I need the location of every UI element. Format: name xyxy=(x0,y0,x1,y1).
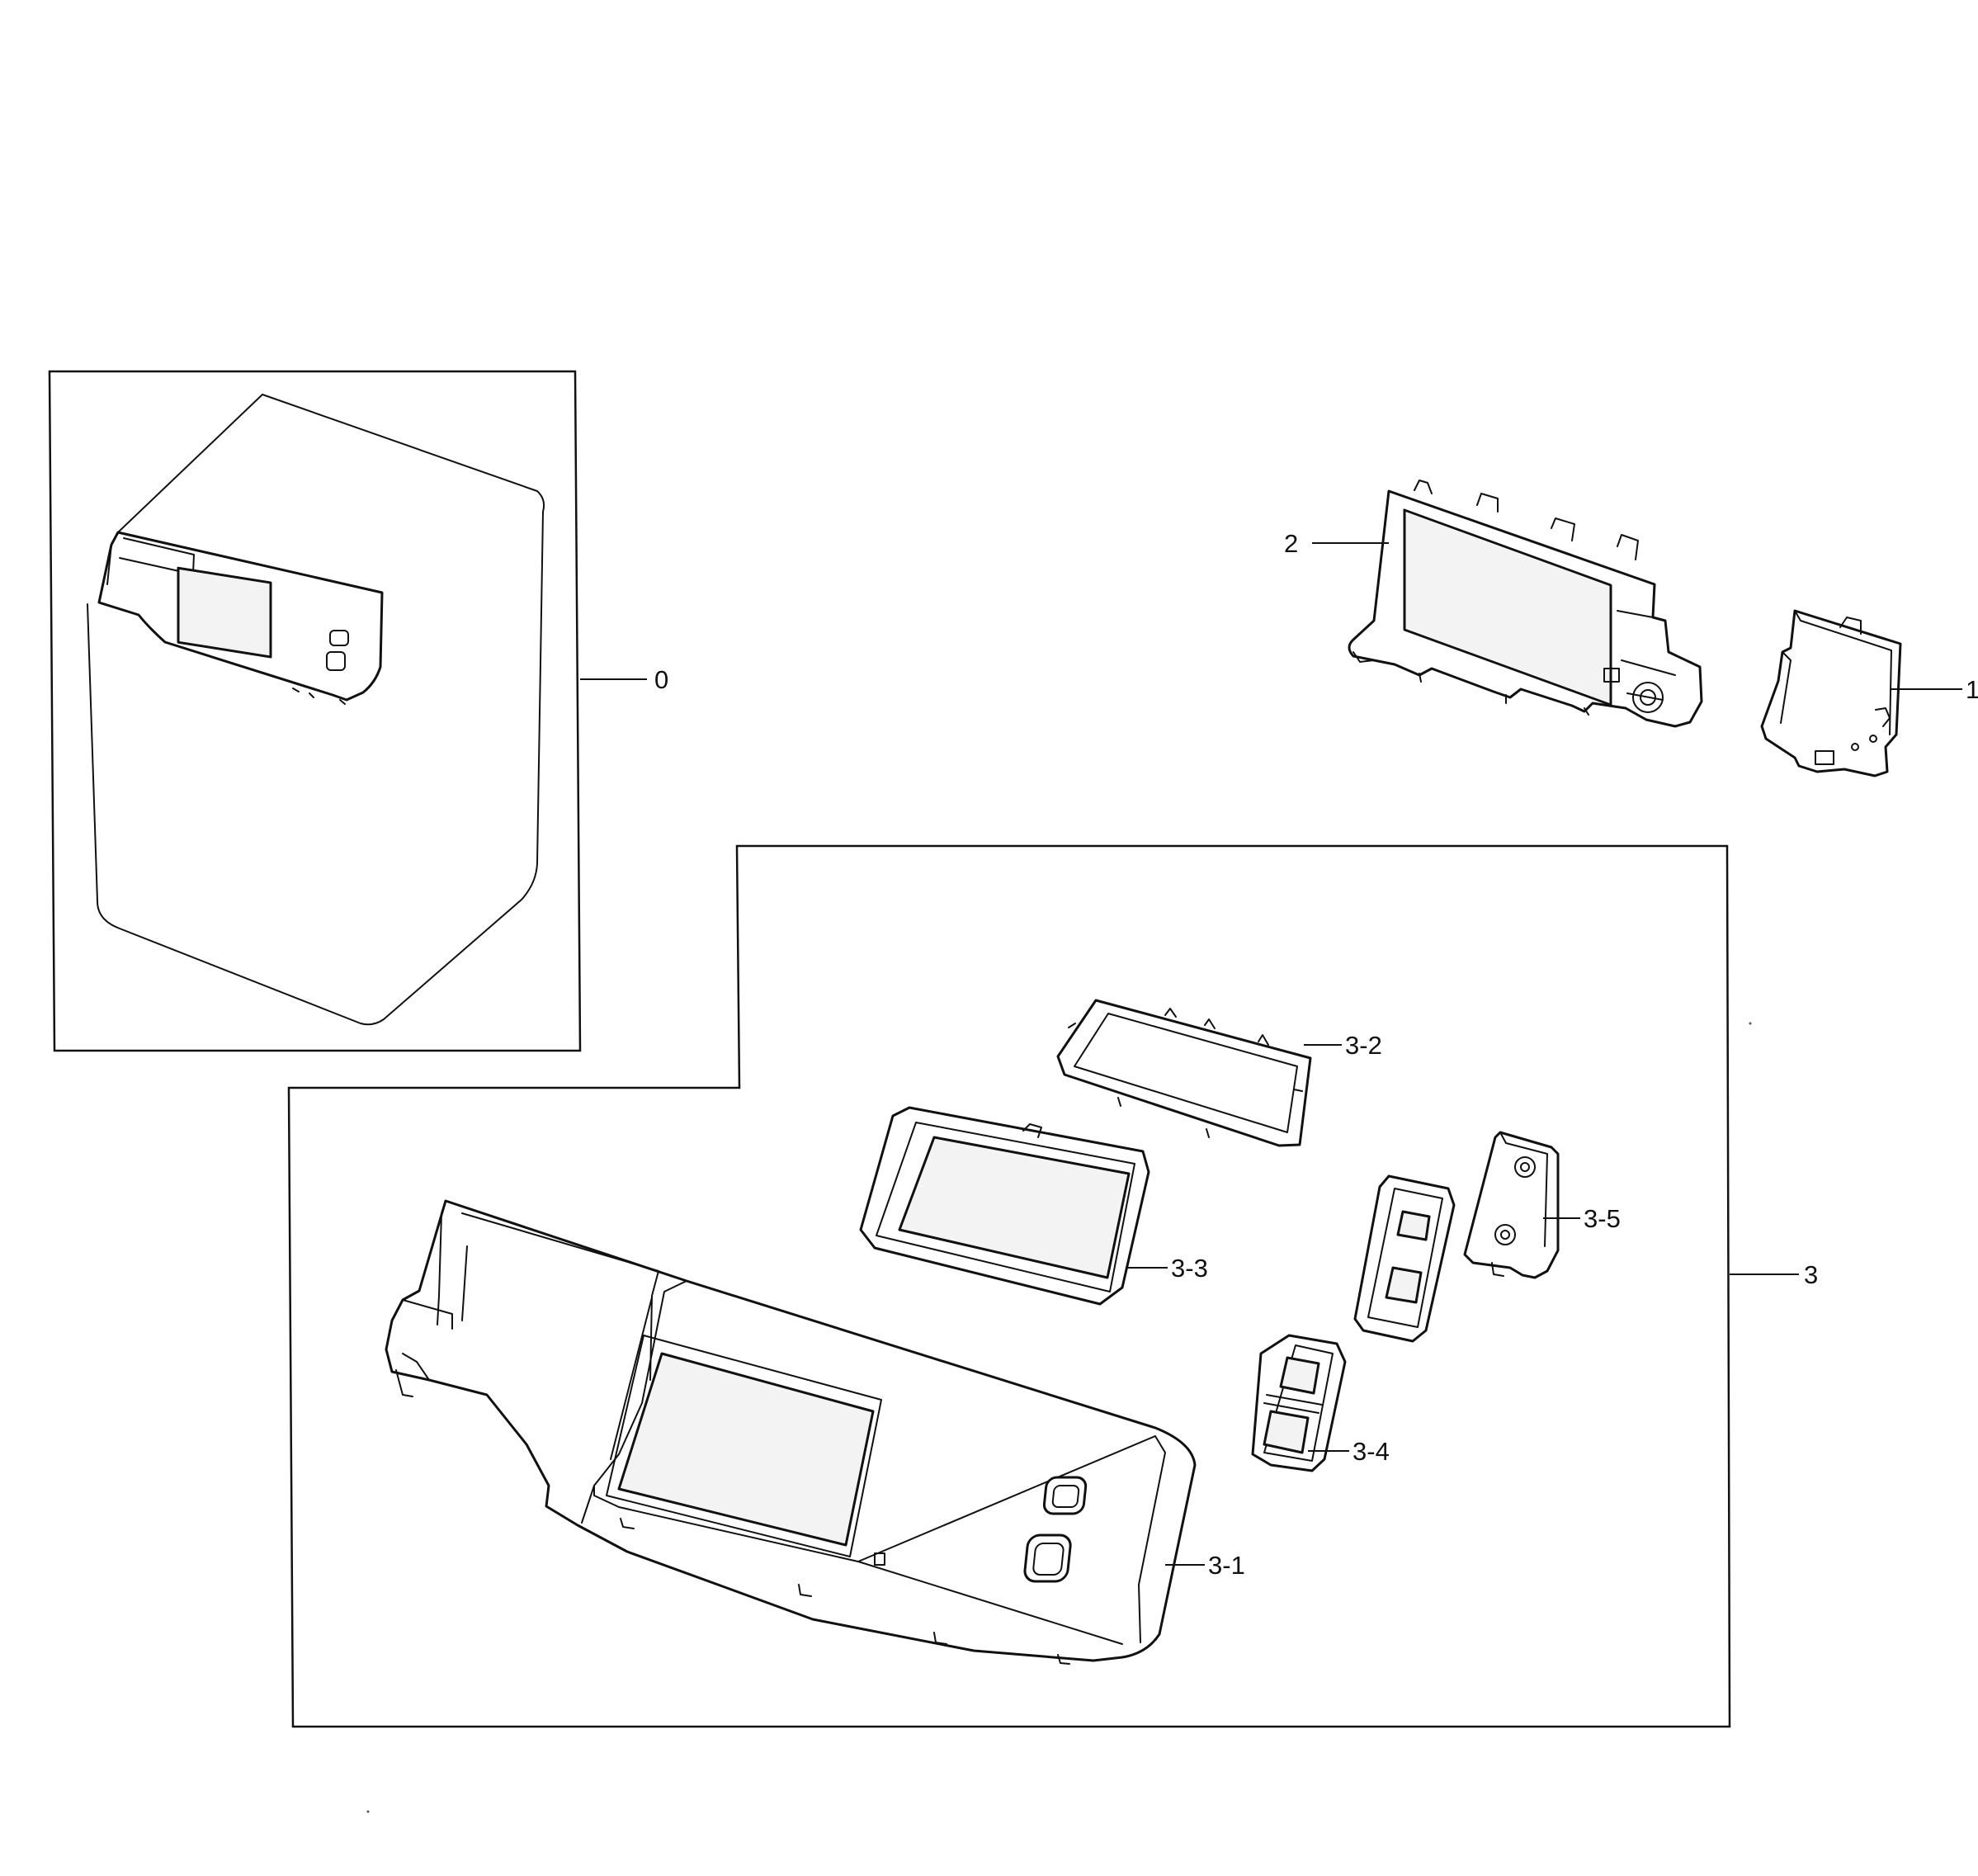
display-pcb-assembly xyxy=(1348,480,1703,728)
part-label-0: 0 xyxy=(654,665,668,694)
assembly-box-0 xyxy=(48,370,582,1052)
assembly-box-3 xyxy=(287,844,1731,1728)
button-cover xyxy=(1353,1174,1456,1343)
scan-speck xyxy=(1749,1022,1752,1025)
part-label-3: 3 xyxy=(1804,1260,1818,1289)
main-pcb-assembly xyxy=(1760,609,1902,777)
part-label-1: 1 xyxy=(1966,675,1978,704)
button-knob-3-4 xyxy=(1251,1334,1347,1472)
part-label-3-2: 3-2 xyxy=(1345,1031,1382,1060)
part-label-3-3: 3-3 xyxy=(1171,1254,1208,1283)
scan-speck xyxy=(366,1810,370,1813)
window-bezel-3-3 xyxy=(859,1106,1150,1306)
washer-cabinet xyxy=(87,394,545,1026)
part-label-3-4: 3-4 xyxy=(1352,1437,1390,1466)
button-holder-3-5 xyxy=(1463,1131,1560,1279)
display-frame-3-2 xyxy=(1056,999,1312,1147)
control-panel-frame-3-1 xyxy=(385,1199,1197,1665)
part-label-3-1: 3-1 xyxy=(1208,1551,1245,1580)
part-label-2: 2 xyxy=(1284,529,1298,558)
part-label-3-5: 3-5 xyxy=(1584,1204,1621,1233)
